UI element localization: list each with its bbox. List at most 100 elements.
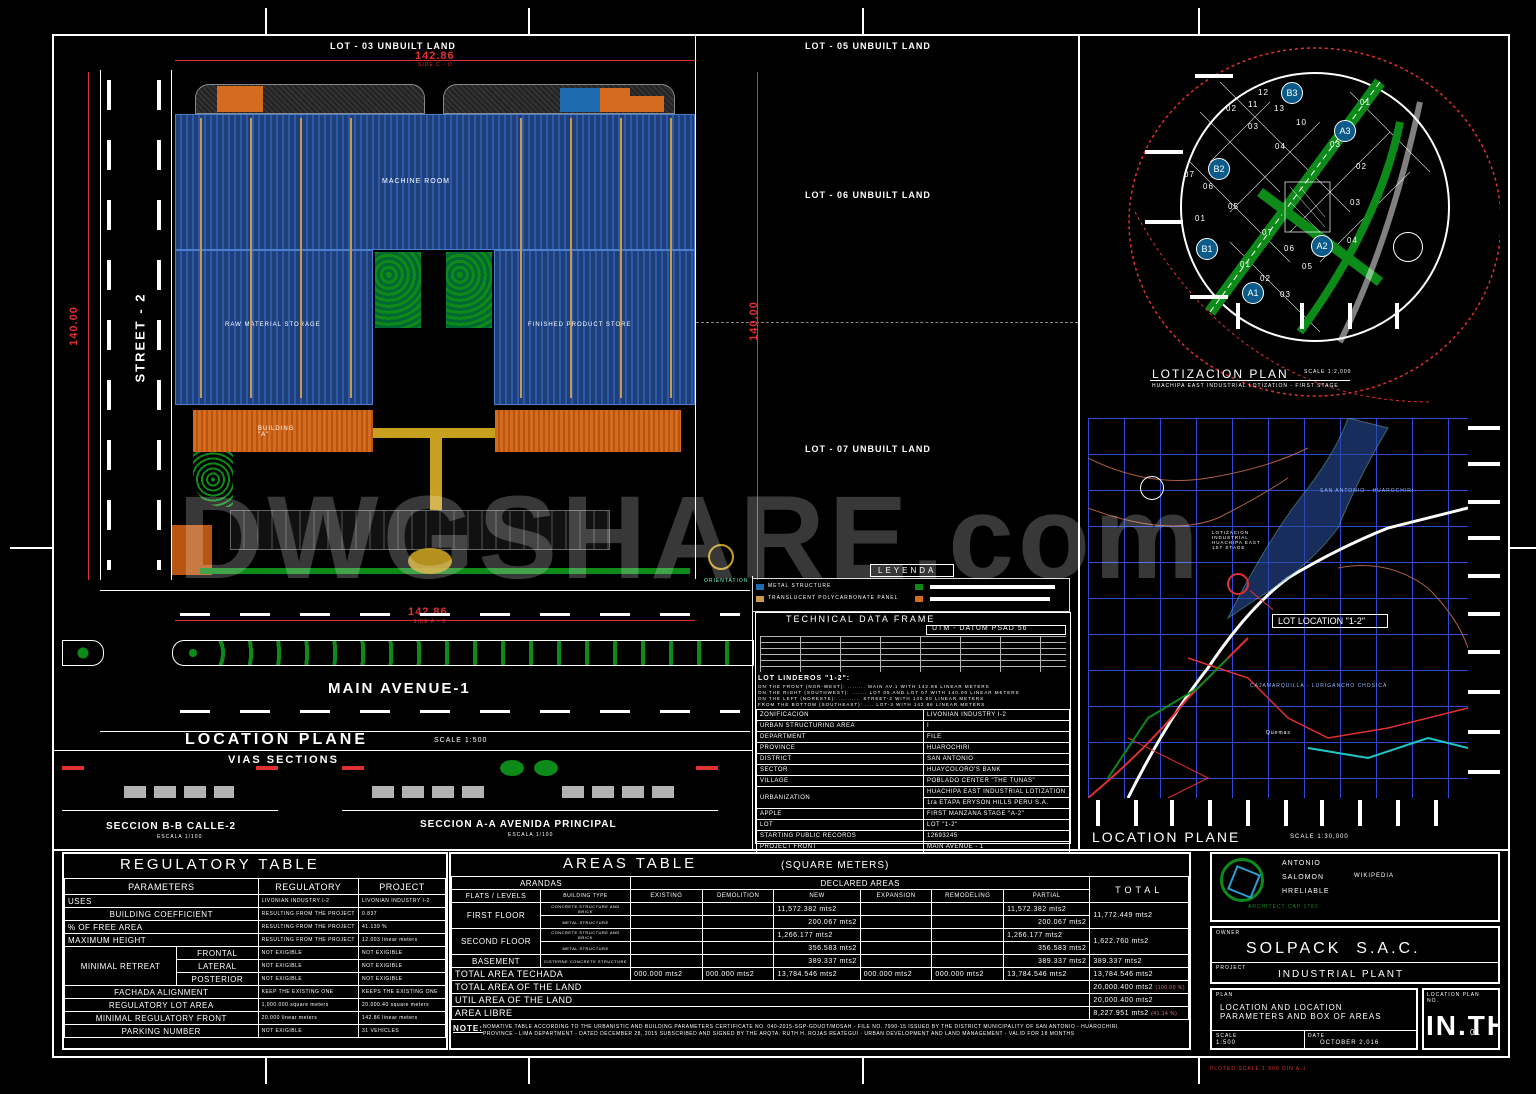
lindero-line: ON THE FRONT (NOR-WEST): ........ MAIN A…: [758, 684, 990, 689]
location-plane-scale: SCALE 1:500: [434, 737, 488, 744]
frame-tick: [10, 547, 52, 549]
roundabout: [408, 548, 452, 574]
linderos-title: LOT LINDEROS "1-2":: [758, 675, 851, 682]
lot-tick: [1190, 295, 1228, 299]
section-curb: [62, 766, 84, 770]
avenue-median: [62, 640, 104, 666]
street-markings: [107, 80, 111, 570]
plan-label: PLAN: [1216, 992, 1234, 998]
avenue-median: [172, 640, 754, 666]
machine-room: [175, 114, 695, 250]
map-tick: [1284, 800, 1288, 826]
table-row: AREA LIBRE 8,227.951 mts2 (41.14 %): [450, 1006, 1189, 1020]
roof-beam: [670, 118, 672, 398]
dim-line-bottom: [175, 620, 695, 621]
total-land-pct: (100.00 %): [1155, 984, 1185, 991]
section-cars: [562, 786, 682, 798]
green-front: [200, 568, 690, 574]
areas-units: (SQUARE METERS): [781, 860, 890, 871]
technical-title: TECHNICAL DATA FRAME: [786, 614, 936, 624]
lot-number: 07: [1184, 170, 1195, 179]
plan-box: [1210, 988, 1418, 1050]
leyenda-bar: [930, 585, 1055, 589]
street-label: STREET - 2: [132, 292, 148, 383]
frame-tick: [1198, 1058, 1200, 1084]
lot-number: 03: [1350, 198, 1361, 207]
lot-marker-b3: B3: [1281, 82, 1303, 104]
roof-beam: [620, 118, 622, 398]
roof-beam: [200, 118, 202, 398]
frame-tick: [862, 1058, 864, 1084]
courtyard-garden: [375, 252, 421, 328]
table-row: UTIL AREA OF THE LAND 20,000.400 mts2: [450, 993, 1189, 1007]
map-tick: [1468, 426, 1500, 430]
north-arrow-icon: [1393, 232, 1423, 262]
table-row: METAL STRUCTURE 356.583 mts2 356.583 mts…: [452, 941, 1189, 955]
lot-number: 02: [1260, 274, 1271, 283]
note-label: NOTE:: [453, 1024, 483, 1033]
lot-number: 12: [1258, 88, 1269, 97]
logo-inner: [1227, 865, 1261, 899]
sheet-code: IN.TH: [1426, 1010, 1498, 1041]
lot-marker-b1: B1: [1196, 238, 1218, 260]
frame-tick: [528, 1058, 530, 1084]
section-b-title: SECCION B-B CALLE-2: [106, 821, 237, 832]
lot-number: 01: [1360, 98, 1371, 107]
logo-box: [1210, 852, 1500, 922]
logo-salomon: SALOMON: [1282, 874, 1325, 881]
lot-number: 05: [1228, 202, 1239, 211]
map-tick: [1358, 800, 1362, 826]
lot-tick: [1195, 74, 1233, 78]
finished-product-label: FINISHED PRODUCT STORE: [528, 322, 632, 328]
regulatory-title: REGULATORY TABLE: [120, 856, 320, 873]
roof-beam: [300, 118, 302, 398]
area-libre-pct: (41.14 %): [1151, 1010, 1178, 1017]
wikipedia-label: WIKIPEDIA: [1354, 873, 1395, 879]
frame-tick: [1510, 547, 1536, 549]
technical-utm: UTM - DATUM PSAD 56: [932, 625, 1028, 632]
section-tree: [534, 760, 558, 776]
lot-location-label: LOT LOCATION "1-2": [1278, 616, 1366, 626]
area-libre-value: 8,227.951 mts2: [1093, 1009, 1149, 1017]
lot-tick: [1348, 303, 1352, 329]
lot-number: 04: [1347, 236, 1358, 245]
map-tick: [1134, 800, 1138, 826]
map-tick: [1096, 800, 1100, 826]
section-cars: [372, 786, 492, 798]
map-tick: [1170, 800, 1174, 826]
table-header-row: PARAMETERS REGULATORY PROJECT: [64, 878, 446, 895]
watermark: DWGSHARE.com: [178, 472, 1203, 604]
lot-tick: [1236, 303, 1240, 329]
lindero-line: FROM THE BOTTOM (SOUTHEAST): .... LOT-3 …: [758, 702, 986, 707]
sheet-box: LOCATION PLAN NO. IN.TH 01: [1422, 988, 1500, 1050]
owner-label: OWNER: [1216, 930, 1241, 936]
leyenda-swatch-metal: [756, 584, 764, 590]
sheet-frame: [52, 34, 1510, 1058]
roof-beam: [570, 118, 572, 398]
street-markings: [157, 80, 161, 570]
frame-tick: [862, 8, 864, 34]
lindero-line: ON THE RIGHT (SOUTHWEST): ....... LOT 05…: [758, 690, 1020, 695]
project-label: PROJECT: [1216, 965, 1247, 971]
lot-number: 13: [1274, 104, 1285, 113]
dim-line-left: [88, 72, 89, 580]
roof-beam: [250, 118, 252, 398]
logo-hreliable: HRELIABLE: [1282, 888, 1330, 895]
location-map-scale: SCALE 1:30,000: [1290, 834, 1349, 840]
coordinate-grid: [760, 636, 1066, 672]
map-label-lotizacion: LOTIZACION INDUSTRIAL HUACHIPA EAST 1ST …: [1212, 530, 1261, 550]
scale-label: SCALE: [1216, 1033, 1238, 1039]
section-tree: [500, 760, 524, 776]
